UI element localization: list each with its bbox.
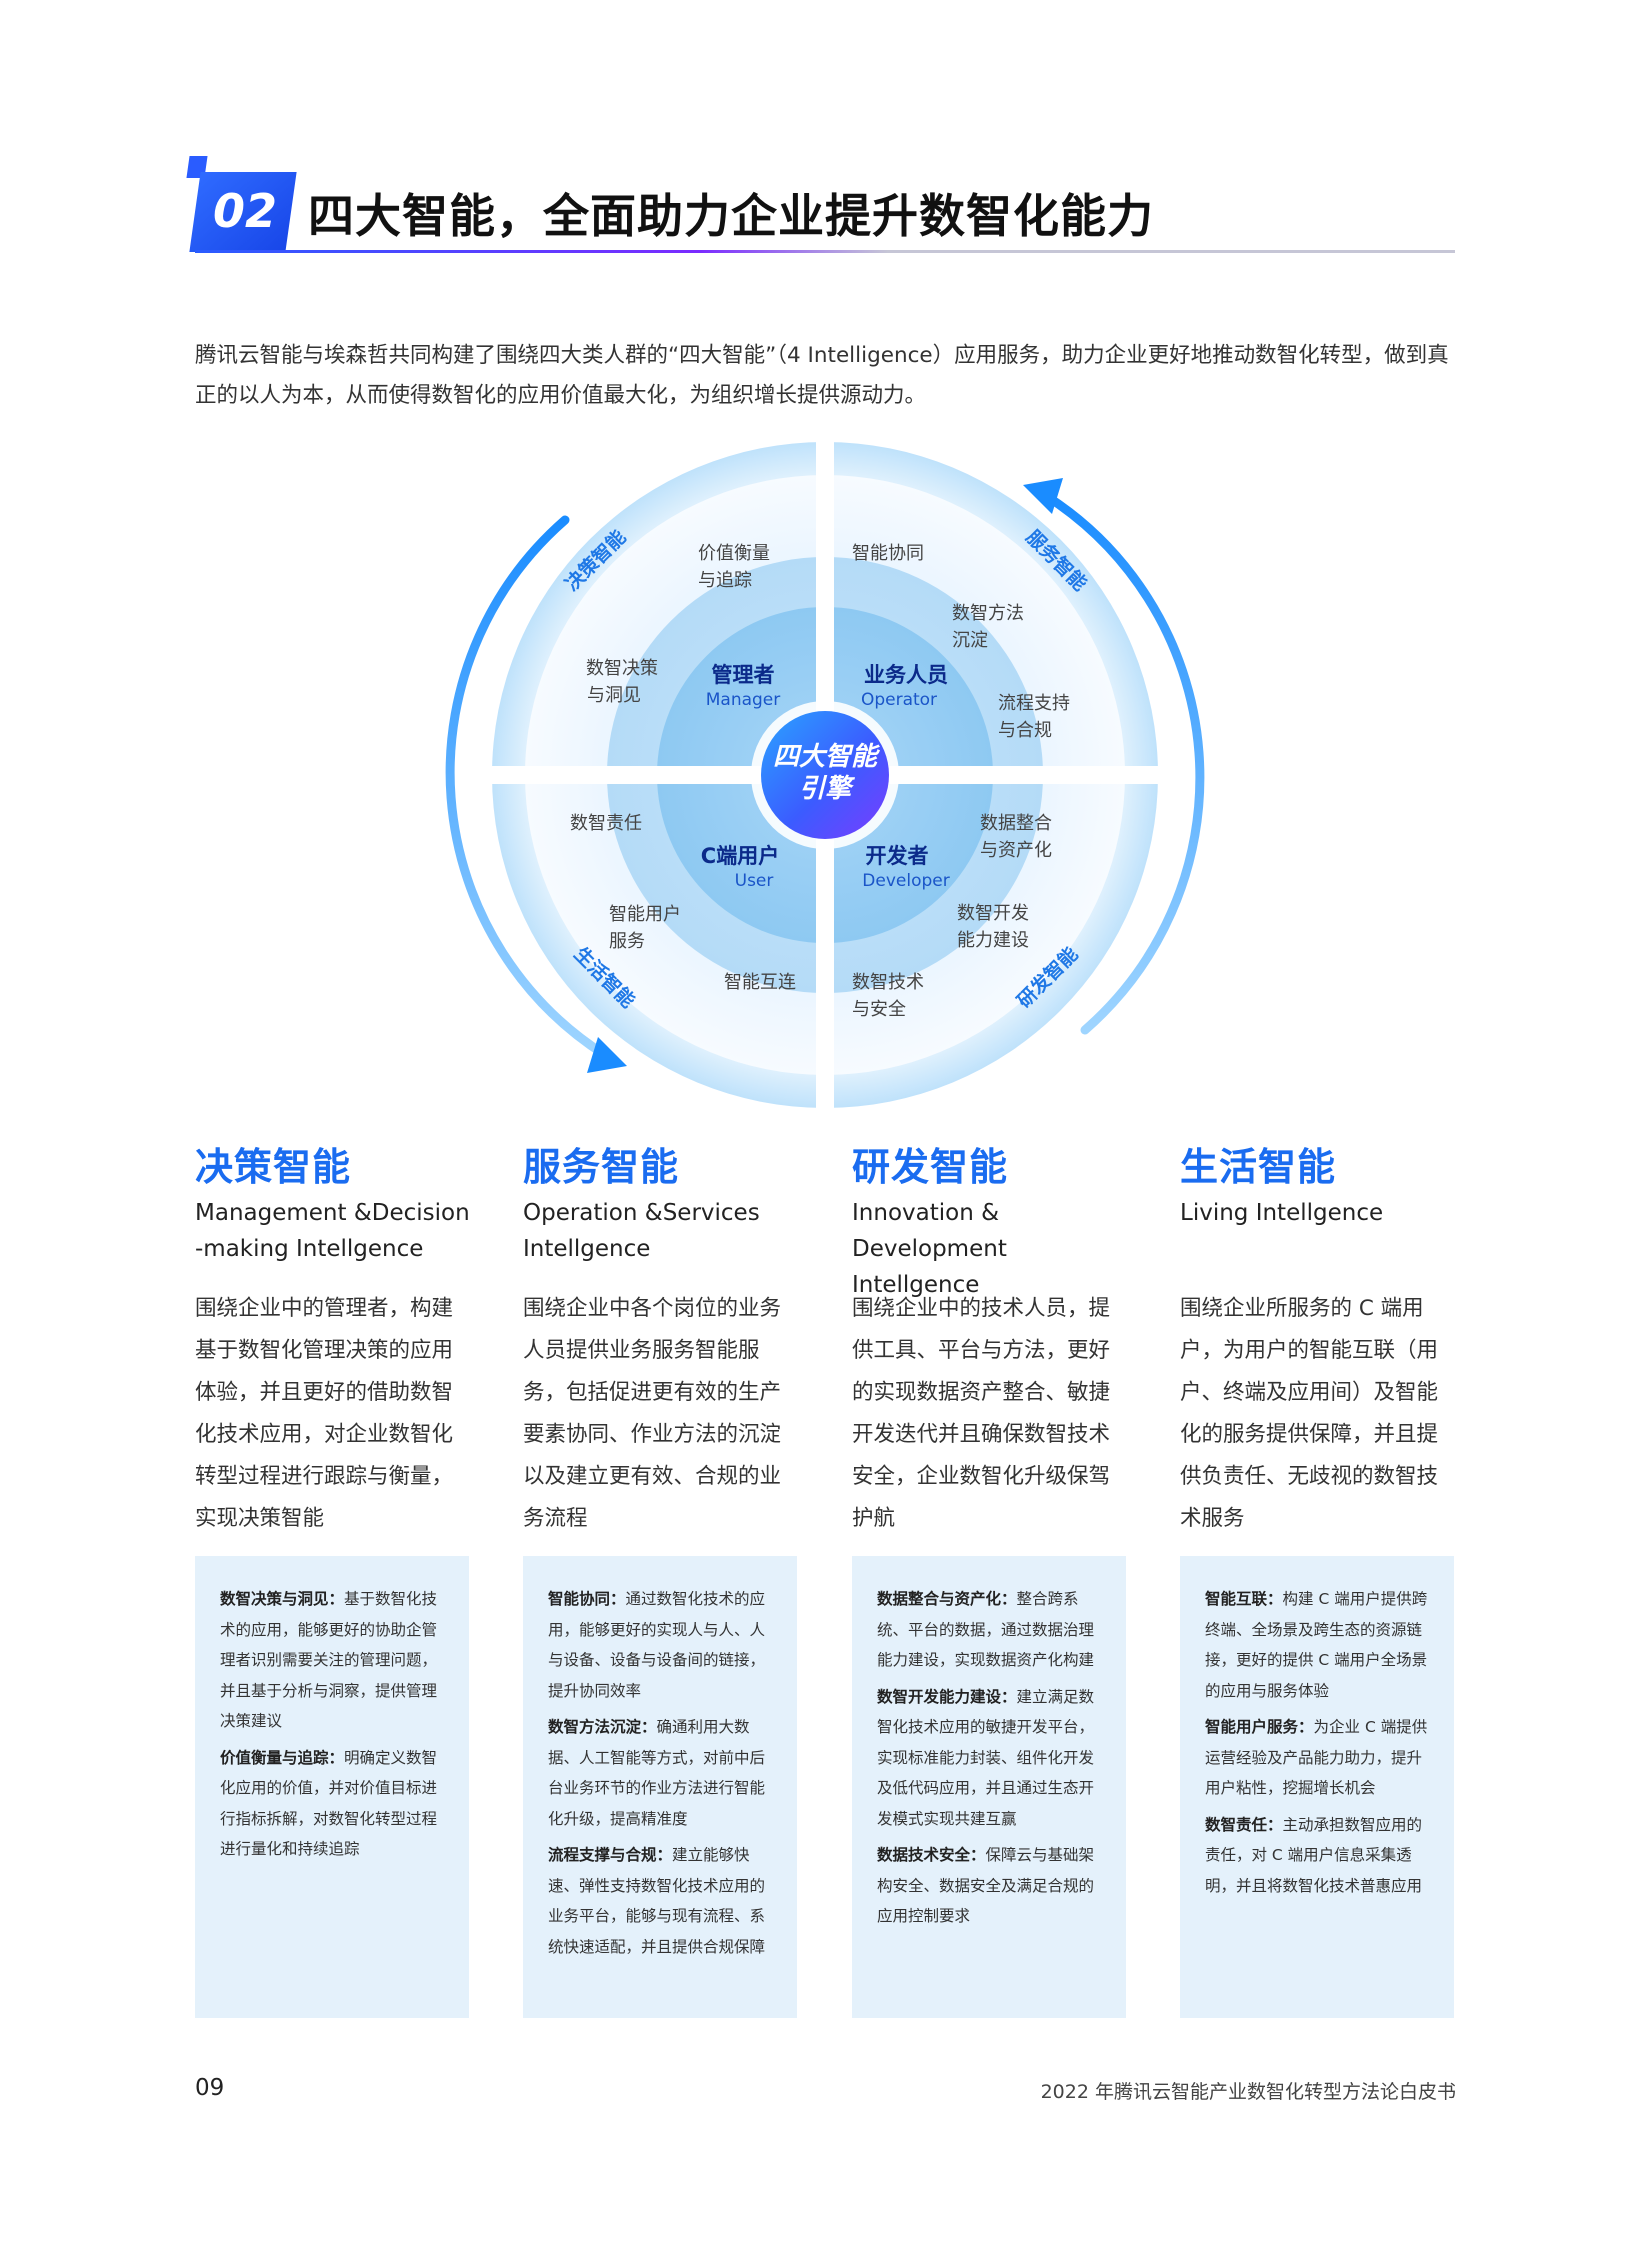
section-number: 02 [212,184,277,238]
column-rd: 研发智能 Innovation & Development Intellgenc… [852,1136,1152,1303]
detail-card-decision: 数智决策与洞见：基于数智化技术的应用，能够更好的协助企管理者识别需要关注的管理问… [195,1556,469,2018]
card-item-term: 智能用户服务： [1205,1718,1314,1736]
card-item-text: 保障云与基础架构安全、数据安全及满足合规的应用控制要求 [877,1846,1095,1925]
label-value-tracking-2: 与追踪 [698,570,752,591]
column-description: 围绕企业中各个岗位的业务人员提供业务服务智能服务，包括促进更有效的生产要素协同、… [523,1296,782,1531]
card-item-text: 建立能够快速、弹性支持数智化技术应用的业务平台，能够与现有流程、系统快速适配，并… [548,1846,766,1956]
card-item: 数据整合与资产化：整合跨系统、平台的数据，通过数据治理能力建设，实现数据资产化构… [877,1584,1106,1676]
column-en-line2: Intellgence [852,1272,980,1298]
card-item-term: 价值衡量与追踪： [220,1748,345,1767]
card-item-term: 数智开发能力建设： [877,1687,1017,1706]
label-user-service-2: 服务 [609,931,645,952]
column-heading: 服务智能 [523,1145,680,1189]
column-en-line1: Living Intellgence [1180,1200,1384,1226]
card-item-term: 数智方法沉淀： [548,1718,657,1736]
role-developer-en: Developer [862,871,949,891]
label-interconnect: 智能互连 [724,972,796,993]
column-en-line1: Innovation & Development [852,1200,1007,1262]
page-number: 09 [195,2075,225,2101]
role-manager-zh: 管理者 [712,663,775,687]
card-item-text: 确通利用大数据、人工智能等方式，对前中后台业务环节的作业方法进行智能化升级，提高… [548,1718,766,1828]
column-heading: 决策智能 [195,1145,352,1189]
column-heading: 研发智能 [852,1145,1009,1189]
label-data-integration-1: 数据整合 [980,813,1052,834]
card-item-text: 整合跨系统、平台的数据，通过数据治理能力建设，实现数据资产化构建 [877,1590,1095,1669]
column-heading: 生活智能 [1180,1145,1337,1189]
role-manager-en: Manager [706,690,781,710]
column-life: 生活智能 Living Intellgence [1180,1136,1455,1231]
arrow-right-arc [1040,490,1205,1035]
card-item: 智能用户服务：为企业 C 端提供运营经验及产品能力助力，提升用户粘性，挖掘增长机… [1205,1712,1434,1804]
column-service: 服务智能 Operation &Services Intellgence [523,1136,798,1267]
card-item-term: 数智决策与洞见： [220,1590,345,1608]
card-item: 数智决策与洞见：基于数智化技术的应用，能够更好的协助企管理者识别需要关注的管理问… [220,1584,449,1737]
intro-paragraph: 腾讯云智能与埃森哲共同构建了围绕四大类人群的“四大智能”（4 Intellige… [195,343,1449,408]
detail-card-life: 智能互联：构建 C 端用户提供跨终端、全场景及跨生态的资源链接，更好的提供 C … [1180,1556,1454,2018]
card-item-text: 基于数智化技术的应用，能够更好的协助企管理者识别需要关注的管理问题，并且基于分析… [220,1590,438,1730]
label-process-2: 与合规 [998,720,1052,741]
card-item-text: 明确定义数智化应用的价值，并对价值目标进行指标拆解，对数智化转型过程进行量化和持… [220,1748,438,1859]
card-item: 数智方法沉淀：确通利用大数据、人工智能等方式，对前中后台业务环节的作业方法进行智… [548,1712,777,1834]
role-developer-zh: 开发者 [866,844,929,868]
role-operator-zh: 业务人员 [864,663,948,687]
detail-card-rd: 数据整合与资产化：整合跨系统、平台的数据，通过数据治理能力建设，实现数据资产化构… [852,1556,1126,2018]
column-description: 围绕企业中的技术人员，提供工具、平台与方法，更好的实现数据资产整合、敏捷开发迭代… [852,1296,1111,1531]
label-tech-security-1: 数智技术 [852,972,924,993]
label-responsibility: 数智责任 [570,813,642,834]
role-user-en: User [735,871,774,891]
card-item: 流程支撑与合规：建立能够快速、弹性支持数智化技术应用的业务平台，能够与现有流程、… [548,1840,777,1962]
card-item-text: 为企业 C 端提供运营经验及产品能力助力，提升用户粘性，挖掘增长机会 [1205,1718,1428,1797]
section-title: 四大智能，全面助力企业提升数智化能力 [308,189,1154,243]
column-description: 围绕企业中的管理者，构建基于数智化管理决策的应用体验，并且更好的借助数智化技术应… [195,1296,454,1531]
card-item-term: 流程支撑与合规： [548,1846,673,1864]
four-intelligence-wheel: 四大智能 引擎 管理者 Manager 业务人员 Operator C端用户 U… [440,430,1210,1130]
core-line2: 引擎 [799,774,856,804]
card-item-text: 通过数智化技术的应用，能够更好的实现人与人、人与设备、设备与设备间的链接，提升协… [548,1590,766,1700]
column-en-line1: Management &Decision [195,1200,470,1226]
column-en-line2: Intellgence [523,1236,651,1262]
card-item: 数智开发能力建设：建立满足数智化技术应用的敏捷开发平台，实现标准能力封装、组件化… [877,1682,1106,1835]
card-item-text: 建立满足数智化技术应用的敏捷开发平台，实现标准能力封装、组件化开发及低代码应用，… [877,1687,1095,1828]
label-data-integration-2: 与资产化 [980,840,1052,861]
document-title: 2022 年腾讯云智能产业数智化转型方法论白皮书 [1040,2081,1456,2103]
arrow-left-arc [445,515,610,1060]
card-item-term: 数据技术安全： [877,1846,986,1864]
label-user-service-1: 智能用户 [609,904,681,925]
label-process-1: 流程支持 [998,693,1070,714]
title-rule [195,250,1455,253]
card-item: 价值衡量与追踪：明确定义数智化应用的价值，并对价值目标进行指标拆解，对数智化转型… [220,1743,449,1865]
core-line1: 四大智能 [773,742,880,772]
label-decision-insight-1: 数智决策 [586,658,658,679]
label-tech-security-2: 与安全 [852,999,906,1020]
core-circle [761,711,889,839]
column-decision: 决策智能 Management &Decision -making Intell… [195,1136,470,1267]
arrow-left-head [587,1037,627,1073]
card-item-term: 数据整合与资产化： [877,1590,1017,1608]
card-item-text: 主动承担数智应用的责任，对 C 端用户信息采集透明，并且将数智化技术普惠应用 [1205,1815,1423,1895]
label-dev-capability-1: 数智开发 [957,903,1029,924]
role-user-zh: C端用户 [701,844,779,868]
arrow-right-head [1023,478,1063,514]
column-description: 围绕企业所服务的 C 端用户，为用户的智能互联（用户、终端及应用间）及智能化的服… [1180,1296,1439,1531]
label-dev-capability-2: 能力建设 [957,930,1029,951]
label-value-tracking-1: 价值衡量 [698,543,770,564]
card-item: 智能互联：构建 C 端用户提供跨终端、全场景及跨生态的资源链接，更好的提供 C … [1205,1584,1434,1706]
card-item-term: 智能互联： [1205,1590,1283,1608]
card-item-text: 构建 C 端用户提供跨终端、全场景及跨生态的资源链接，更好的提供 C 端用户全场… [1205,1590,1428,1700]
card-item: 数智责任：主动承担数智应用的责任，对 C 端用户信息采集透明，并且将数智化技术普… [1205,1810,1434,1902]
card-item: 数据技术安全：保障云与基础架构安全、数据安全及满足合规的应用控制要求 [877,1840,1106,1932]
card-item-term: 智能协同： [548,1590,626,1608]
label-method-1: 数智方法 [952,603,1024,624]
column-en-line2: -making Intellgence [195,1236,424,1262]
card-item: 智能协同：通过数智化技术的应用，能够更好的实现人与人、人与设备、设备与设备间的链… [548,1584,777,1706]
detail-card-service: 智能协同：通过数智化技术的应用，能够更好的实现人与人、人与设备、设备与设备间的链… [523,1556,797,2018]
label-decision-insight-2: 与洞见 [587,685,641,706]
label-method-2: 沉淀 [952,630,988,651]
role-operator-en: Operator [861,690,937,710]
card-item-term: 数智责任： [1205,1815,1283,1834]
column-en-line1: Operation &Services [523,1200,760,1226]
label-collab: 智能协同 [852,543,924,564]
